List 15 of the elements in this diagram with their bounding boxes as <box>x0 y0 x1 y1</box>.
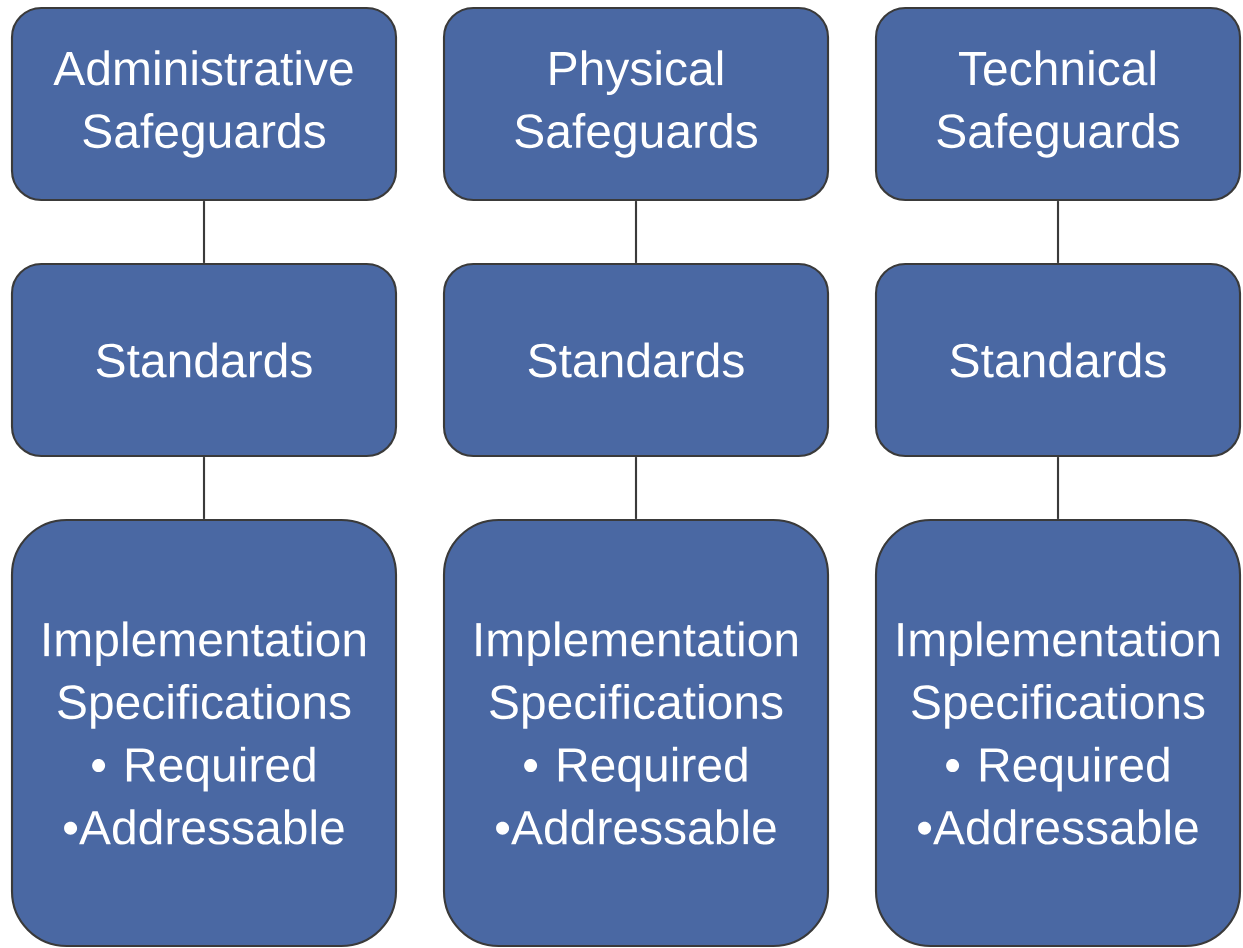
safeguard-box: Technical Safeguards <box>874 6 1242 202</box>
connector-line <box>634 201 638 263</box>
connector-line <box>202 457 206 519</box>
safeguard-box: Administrative Safeguards <box>10 6 398 202</box>
connector-line <box>202 201 206 263</box>
connector-line <box>1056 457 1060 519</box>
specifications-box: Implementation Specifications • Required •Addressable <box>442 518 830 948</box>
specifications-box: Implementation Specifications • Required •Addressable <box>10 518 398 948</box>
standards-box: Standards <box>874 262 1242 458</box>
specifications-box: Implementation Specifications • Required •Addressable <box>874 518 1242 948</box>
connector-line <box>1056 201 1060 263</box>
standards-box: Standards <box>10 262 398 458</box>
standards-box: Standards <box>442 262 830 458</box>
safeguard-box: Physical Safeguards <box>442 6 830 202</box>
connector-line <box>634 457 638 519</box>
